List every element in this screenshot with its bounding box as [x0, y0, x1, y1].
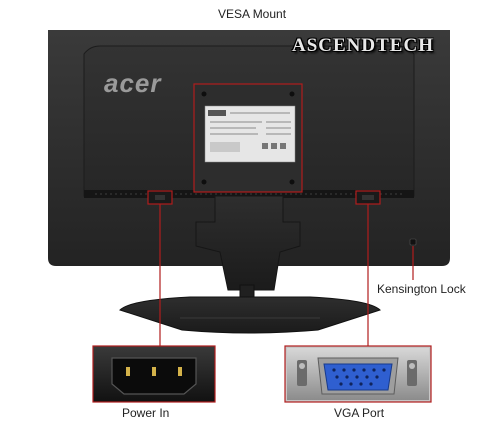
kensington-slot	[409, 238, 417, 246]
three-prong-socket-icon	[126, 367, 182, 376]
vent-strip	[84, 190, 414, 198]
brand-logo: acer	[104, 68, 162, 98]
watermark-text: ASCENDTECH	[292, 35, 434, 56]
stand-neck	[195, 195, 301, 291]
vga-port-label: VGA Port	[334, 406, 385, 420]
kensington-lock-label: Kensington Lock	[377, 282, 466, 296]
stand-base	[119, 296, 381, 334]
vesa-highlight	[193, 83, 303, 193]
vesa-screw-holes	[201, 91, 295, 185]
vesa-mount-label: VESA Mount	[218, 7, 287, 21]
d-sub-15-pin-icon	[332, 368, 386, 386]
callout-lines	[159, 204, 414, 346]
power-in-label: Power In	[122, 406, 170, 420]
